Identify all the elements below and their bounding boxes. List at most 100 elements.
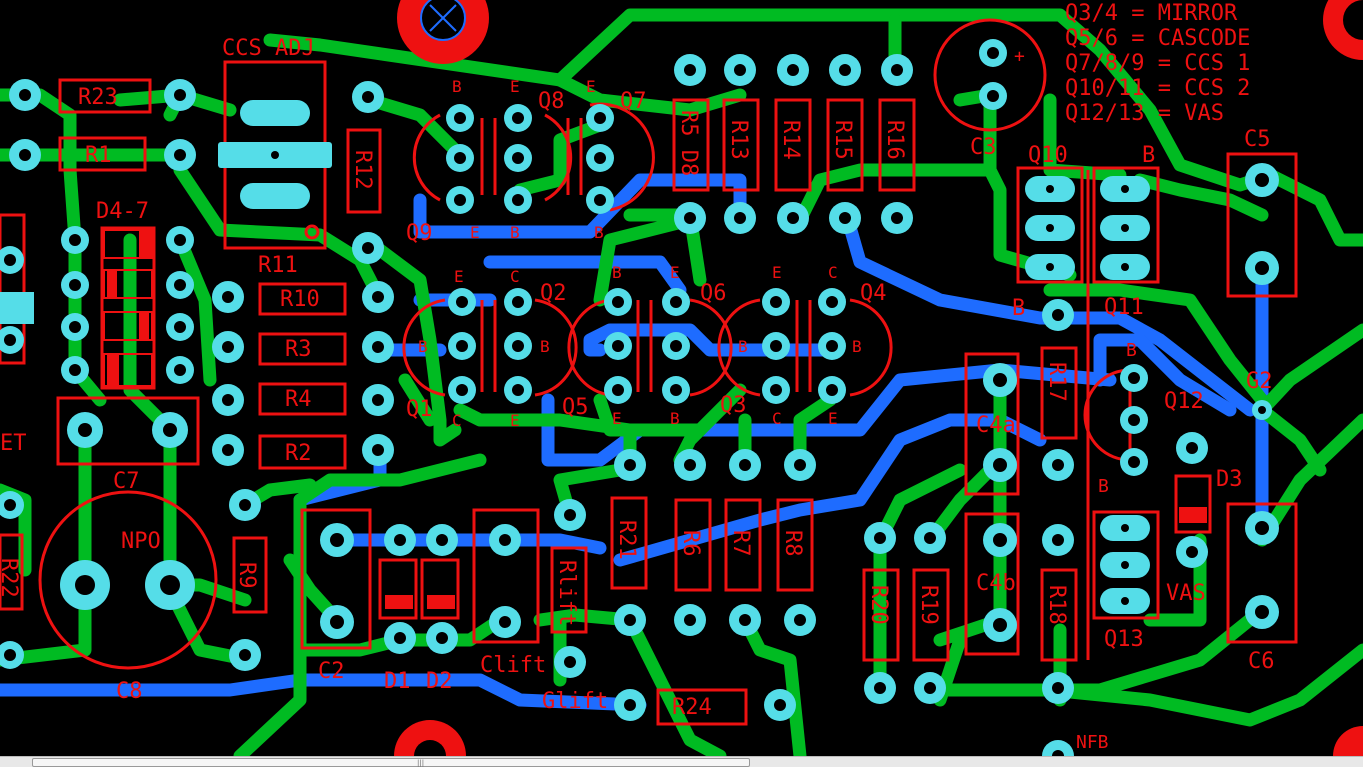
pad-hole — [684, 459, 696, 471]
pad-hole — [456, 296, 468, 308]
pad-hole — [512, 296, 524, 308]
label-c4a: C4a — [976, 413, 1016, 438]
label-c8: C8 — [116, 679, 143, 704]
label-r10: R10 — [280, 287, 320, 312]
label-q6: Q6 — [700, 281, 727, 306]
pad-hole — [454, 194, 466, 206]
pad-hole — [163, 423, 177, 437]
label-r16: R16 — [882, 120, 907, 160]
pad-hole — [670, 296, 682, 308]
pad-hole — [594, 152, 606, 164]
pad-hole — [436, 632, 448, 644]
pad-hole — [612, 340, 624, 352]
label-r14: R14 — [778, 120, 803, 160]
pad-hole — [924, 682, 936, 694]
pin-label-e: E — [586, 77, 596, 96]
pad-hole — [734, 212, 746, 224]
pad-hole — [1186, 546, 1198, 558]
pad-hole — [330, 533, 344, 547]
pin-label-b: B — [510, 223, 520, 242]
pad-hole — [499, 616, 511, 628]
pad-hole — [987, 47, 999, 59]
label-glift: Glift — [542, 689, 608, 714]
pad-hole — [69, 279, 81, 291]
label-r12: R12 — [350, 150, 375, 190]
pad-hole — [874, 532, 886, 544]
pad-hole — [239, 649, 251, 661]
mounting-holes — [394, 0, 1363, 767]
pad-hole — [612, 296, 624, 308]
label-r2: R2 — [285, 441, 312, 466]
label-d4-7: D4-7 — [96, 199, 149, 224]
pad-hole — [993, 458, 1007, 472]
pin-label-b: B — [540, 337, 550, 356]
label-r19: R19 — [916, 585, 941, 625]
pad-hole — [454, 152, 466, 164]
pad-hole — [4, 254, 16, 266]
grip-icon: ||| — [417, 759, 425, 767]
pin-label-e: E — [510, 77, 520, 96]
pad-hole — [839, 212, 851, 224]
pad-hole — [222, 291, 234, 303]
label-rlift: Rlift — [554, 560, 579, 626]
pad-hole — [987, 90, 999, 102]
pad-hole — [4, 334, 16, 346]
pad-hole — [512, 112, 524, 124]
label-r15: R15 — [830, 120, 855, 160]
label-et: ET — [0, 431, 27, 456]
legend-line-3: Q7/8/9 = CCS 1 — [1065, 51, 1250, 76]
pad-hole — [684, 64, 696, 76]
pad-hole — [512, 152, 524, 164]
pin-label-c: C — [452, 411, 462, 430]
label-q2: Q2 — [540, 281, 567, 306]
pad-hole — [624, 699, 636, 711]
pad-hole — [624, 614, 636, 626]
pin-label-e: E — [670, 263, 680, 282]
pad-hole — [394, 632, 406, 644]
label-vas: VAS — [1166, 581, 1206, 606]
label-r22: R22 — [0, 558, 21, 598]
pad-hole — [594, 112, 606, 124]
pad-hole — [222, 444, 234, 456]
label-b-q10: B — [1012, 296, 1025, 321]
pin-label-b: B — [594, 223, 604, 242]
label-r20: R20 — [866, 585, 891, 625]
label-r17: R17 — [1044, 362, 1069, 402]
pad-hole — [1255, 521, 1269, 535]
pad-hole — [174, 89, 186, 101]
pad-hole — [436, 534, 448, 546]
label-c4b: C4b — [976, 571, 1016, 596]
horizontal-scrollbar[interactable]: ||| — [0, 756, 1363, 767]
pin-label-e: E — [612, 409, 622, 428]
pad-hole — [1258, 406, 1266, 414]
pad-hole — [4, 649, 16, 661]
pad-hole — [993, 373, 1007, 387]
pad-hole — [499, 534, 511, 546]
pin-label-b: B — [670, 409, 680, 428]
pad-hole — [174, 234, 186, 246]
pad-hole — [612, 384, 624, 396]
legend-line-5: Q12/13 = VAS — [1065, 101, 1224, 126]
pad-hole — [1255, 173, 1269, 187]
label-q1: Q1 — [406, 397, 433, 422]
label-b-q13: B — [1098, 476, 1109, 497]
pad-hole — [734, 64, 746, 76]
pad-hole — [1128, 414, 1140, 426]
label-q5: Q5 — [562, 395, 589, 420]
label-q4: Q4 — [860, 281, 887, 306]
pad-hole — [794, 459, 806, 471]
pad-hole — [69, 234, 81, 246]
pad-hole — [372, 394, 384, 406]
pin-label-e: E — [772, 263, 782, 282]
pad-hole — [19, 89, 31, 101]
pad-hole — [512, 340, 524, 352]
pad-hole — [174, 321, 186, 333]
pad-hole — [1255, 261, 1269, 275]
label-q8: Q8 — [538, 89, 565, 114]
pad-hole — [222, 394, 234, 406]
label-c5: C5 — [1244, 127, 1271, 152]
pad-hole — [372, 341, 384, 353]
pad-hole — [1052, 682, 1064, 694]
label-r5-d8: R5 D8 — [676, 110, 701, 176]
